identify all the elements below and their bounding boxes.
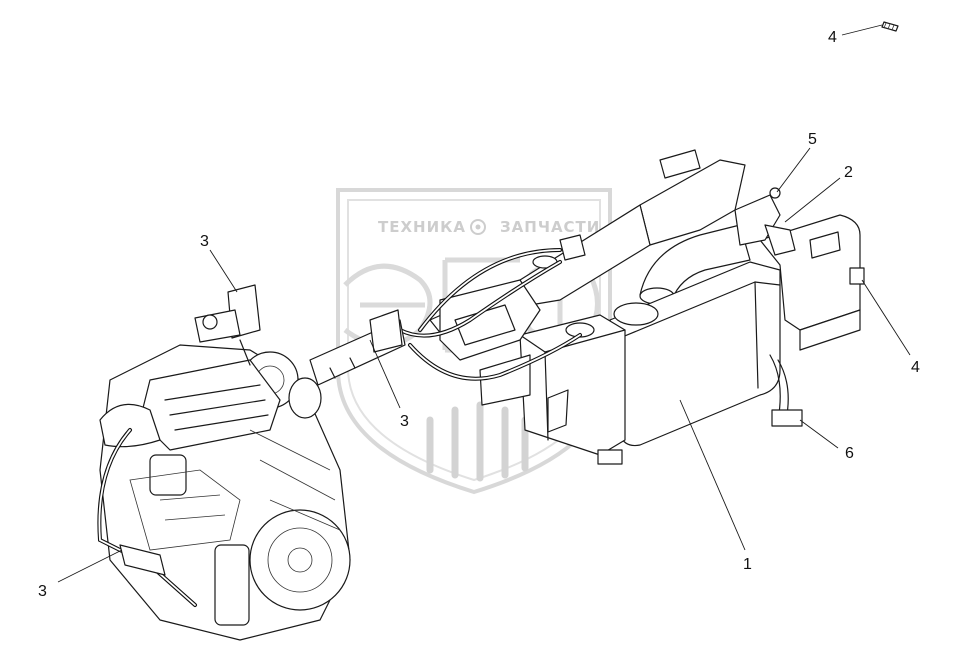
callout-2: 2 — [844, 164, 853, 181]
callout-3-lower: 3 — [38, 583, 47, 600]
watermark-text-left: ТЕХНИКА — [378, 218, 466, 236]
callout-1: 1 — [743, 556, 752, 573]
hose-bracket — [309, 309, 406, 386]
callouts: 4 5 2 3 3 3 4 6 1 — [38, 29, 920, 600]
callout-4-top: 4 — [828, 29, 837, 46]
engine-assembly — [97, 284, 351, 641]
main-tank-assembly — [429, 149, 865, 465]
watermark-text-right: ЗАПЧАСТИ — [500, 218, 600, 236]
small-part-pin — [881, 21, 899, 32]
fuel-hoses — [398, 248, 582, 381]
callout-3-middle: 3 — [400, 413, 409, 430]
watermark-sheaves — [426, 401, 529, 482]
callout-5: 4 — [911, 359, 920, 376]
callout-3-upper: 3 — [200, 233, 209, 250]
gear-icon — [470, 219, 486, 235]
leader-lines — [57, 24, 911, 583]
callout-6: 6 — [845, 445, 854, 462]
callout-4: 5 — [808, 131, 817, 148]
